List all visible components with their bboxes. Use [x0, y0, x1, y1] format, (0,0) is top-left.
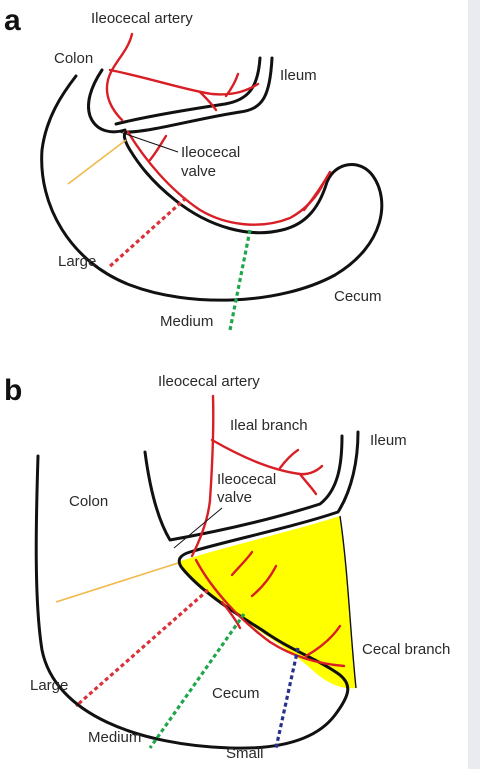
panel-b-label-colon: Colon — [69, 493, 108, 510]
panel-b-valve-leader — [173, 507, 223, 549]
page-side-margin — [468, 0, 480, 769]
panel-b-label-ileocecal-artery: Ileocecal artery — [158, 373, 260, 390]
panel-a-arteries — [105, 32, 332, 226]
panel-b-arteries — [190, 394, 346, 668]
panel-b-label-ileum: Ileum — [370, 432, 407, 449]
panel-a-colon-inner-wall — [87, 68, 127, 134]
panel-b-label-large: Large — [30, 677, 68, 694]
panel-a-letter: a — [4, 4, 21, 37]
panel-b-label-small: Small — [226, 745, 264, 762]
panel-a-valve-leader — [119, 131, 179, 153]
panel-b-small-cut-line — [274, 647, 300, 749]
panel-a: a Ileocecal artery Colon Ileum Ileocecal — [4, 4, 384, 331]
panel-a-ileal-branch — [108, 68, 260, 96]
panel-a-label-cecum: Cecum — [334, 288, 382, 305]
panel-b-ileum-wall — [143, 434, 344, 542]
panel-a-valve-cut-line — [67, 139, 127, 185]
panel-a-ileocecal-artery — [105, 32, 134, 122]
panel-b-medium-cut-line — [148, 613, 246, 749]
diagram-canvas: a Ileocecal artery Colon Ileum Ileocecal — [4, 4, 450, 762]
panel-a-medium-cut-line — [228, 229, 252, 331]
panel-b-label-valve-1: Ileocecal — [217, 471, 276, 488]
panel-a-label-valve-1: Ileocecal — [181, 144, 240, 161]
panel-a-label-large: Large — [58, 253, 96, 270]
panel-b-large-cut-line — [74, 588, 210, 708]
panel-b-valve-cut-line — [55, 562, 179, 603]
panel-b-ileal-branch — [210, 438, 324, 476]
panel-b-label-medium: Medium — [88, 729, 141, 746]
panel-b-label-cecum: Cecum — [212, 685, 260, 702]
panel-a-ileum-inner-wall — [114, 56, 262, 126]
panel-b-label-valve-2: valve — [217, 489, 252, 506]
panel-b-resected-outline — [339, 515, 357, 689]
panel-b-ileocecal-artery — [190, 394, 215, 558]
panel-a-large-cut-line — [106, 196, 188, 270]
panel-b-colon-outer-wall — [34, 430, 360, 750]
panel-a-label-colon: Colon — [54, 50, 93, 67]
panel-a-label-ileocecal-artery: Ileocecal artery — [91, 10, 193, 27]
panel-a-label-medium: Medium — [160, 313, 213, 330]
panel-b-resected-area — [178, 516, 356, 689]
panel-b-letter: b — [4, 374, 22, 407]
panel-b-cecal-branch — [194, 558, 346, 668]
ileocecal-resection-diagram: a Ileocecal artery Colon Ileum Ileocecal — [4, 4, 451, 762]
panel-a-label-valve-2: valve — [181, 163, 216, 180]
panel-b: b Ileocecal artery I — [4, 373, 450, 762]
panel-b-label-ileal-branch: Ileal branch — [230, 417, 308, 434]
panel-a-label-ileum: Ileum — [280, 67, 317, 84]
panel-b-label-cecal-branch: Cecal branch — [362, 641, 450, 658]
